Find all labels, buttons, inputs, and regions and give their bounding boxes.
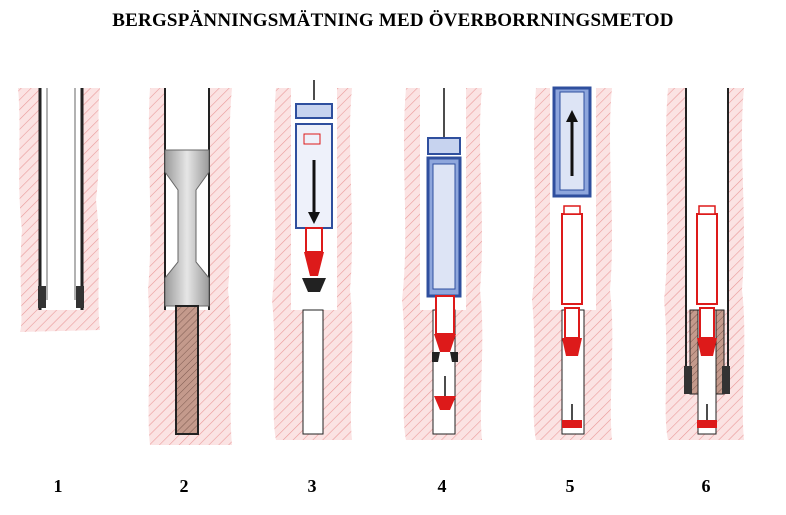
step-label-4: 4 xyxy=(437,476,447,496)
step-label-5: 5 xyxy=(565,476,575,496)
step-5-probe-body xyxy=(561,213,583,305)
step-1-bit-left xyxy=(38,286,46,308)
step-4-tool-cap xyxy=(427,137,461,155)
step-3-tool-cap xyxy=(295,103,333,119)
diagram-title: BERGSPÄNNINGSMÄTNING MED ÖVERBORRNINGSME… xyxy=(112,10,674,31)
step-2-pilot-hole xyxy=(148,88,232,445)
step-label-1: 1 xyxy=(53,476,63,496)
step-6-probe-body xyxy=(696,213,718,305)
step-label-6: 6 xyxy=(701,476,711,496)
step-4-probe-installed xyxy=(402,88,483,440)
step-1-bit-right xyxy=(76,286,84,308)
step-2-pilot-core xyxy=(175,305,199,435)
step-1-hole xyxy=(40,88,82,310)
step-4-sensor xyxy=(434,396,456,410)
step-label-3: 3 xyxy=(307,476,317,496)
step-1-borehole xyxy=(18,88,100,332)
step-label-2: 2 xyxy=(179,476,189,496)
step-5-sensor xyxy=(562,420,582,428)
step-3-probe-insertion xyxy=(272,80,353,440)
step-5-tool-removal xyxy=(532,86,613,440)
step-3-pilot-hole xyxy=(302,309,324,435)
step-3-probe xyxy=(305,227,323,253)
step-6-sensor xyxy=(697,420,717,428)
step-2-grey-tool xyxy=(164,149,210,307)
step-4-probe xyxy=(435,295,455,335)
step-6-overcoring xyxy=(664,88,745,440)
